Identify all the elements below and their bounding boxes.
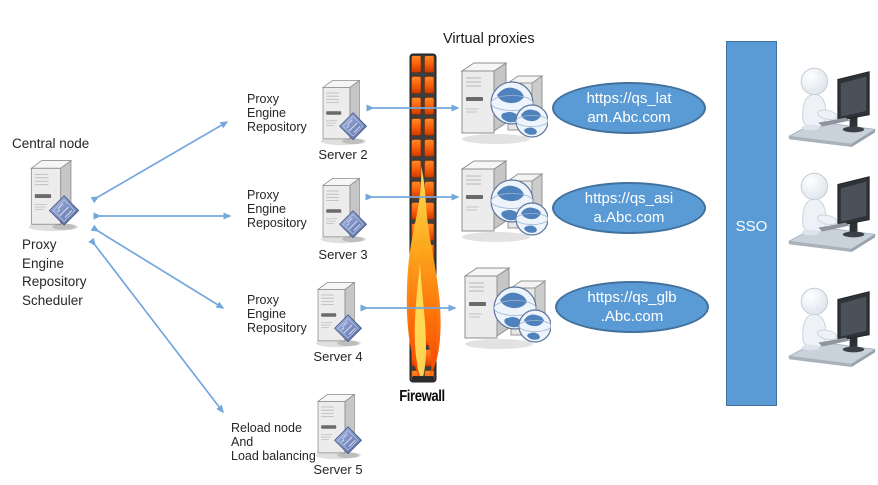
central-node-caption: Proxy Engine Repository Scheduler	[22, 237, 87, 308]
endpoint-ellipse-glb: https://qs_glb .Abc.com	[555, 281, 709, 333]
arrow-central-to-server4	[90, 224, 225, 309]
server3-caption: Proxy Engine Repository	[247, 188, 307, 230]
server2-icon	[313, 78, 371, 146]
virtual-proxies-title: Virtual proxies	[443, 31, 535, 47]
user-workstation-icon-2	[787, 162, 877, 254]
sso-label: SSO	[735, 218, 768, 235]
server3-icon	[313, 176, 371, 244]
server2-name: Server 2	[318, 147, 368, 162]
server4-icon	[308, 280, 366, 348]
user-workstation-icon-3	[787, 277, 877, 369]
virtual-proxy-icon-1	[456, 59, 548, 145]
firewall-label: Firewall	[399, 388, 445, 405]
endpoint-ellipse-asia: https://qs_asi a.Abc.com	[552, 182, 706, 234]
server2-caption: Proxy Engine Repository	[247, 92, 307, 134]
user-workstation-icon-1	[787, 57, 877, 149]
server5-caption: Reload node And Load balancing	[231, 421, 316, 463]
server5-name: Server 5	[313, 462, 363, 477]
firewall-icon	[406, 53, 441, 383]
endpoint-ellipse-latam: https://qs_lat am.Abc.com	[552, 82, 706, 134]
virtual-proxy-icon-3	[459, 264, 551, 350]
arrow-central-to-server5	[88, 237, 224, 414]
central-node-label: Central node	[12, 136, 90, 151]
sso-bar: SSO	[726, 41, 777, 406]
central-node-server-icon	[22, 158, 82, 232]
arrow-central-to-server2	[90, 121, 229, 204]
virtual-proxy-icon-2	[456, 157, 548, 243]
server3-name: Server 3	[318, 247, 368, 262]
server5-icon	[308, 392, 366, 460]
server4-caption: Proxy Engine Repository	[247, 293, 307, 335]
server4-name: Server 4	[313, 349, 363, 364]
